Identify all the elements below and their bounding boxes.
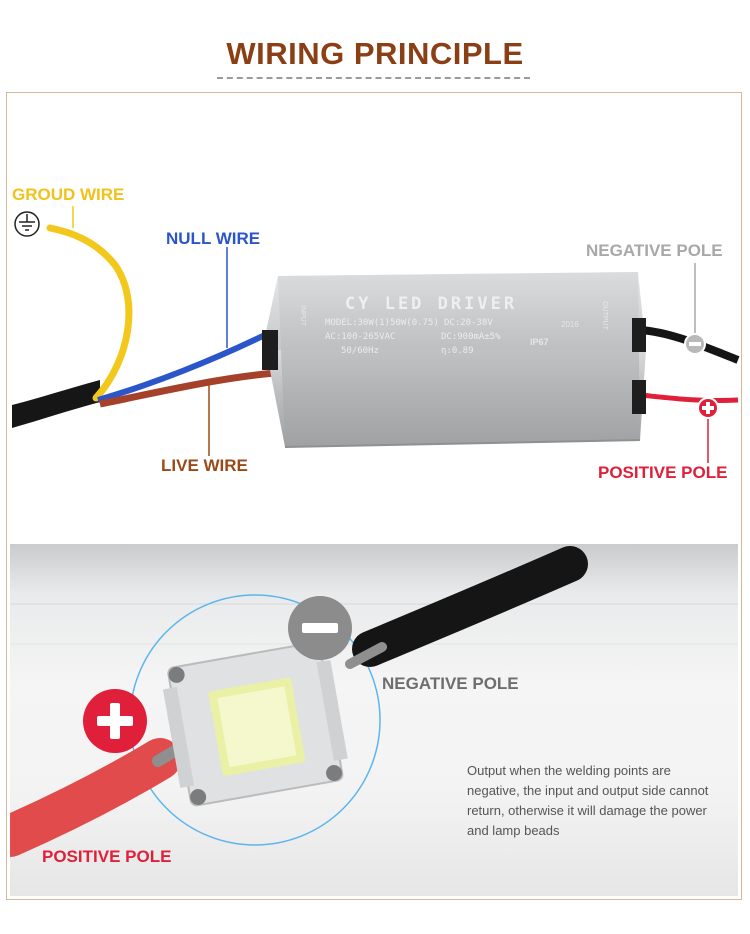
- live-wire-label: LIVE WIRE: [161, 456, 248, 475]
- driver-efficiency: η:0.89: [441, 346, 474, 356]
- driver-title: CY LED DRIVER: [345, 294, 518, 314]
- chip-negative-pole-label: NEGATIVE POLE: [382, 674, 519, 693]
- welding-note: Output when the welding points are negat…: [467, 763, 709, 838]
- driver-ac-input: AC:100-265VAC: [325, 332, 396, 342]
- driver-dc-current: DC:900mA±5%: [441, 332, 501, 342]
- title-divider: [217, 77, 530, 79]
- chip-illustration: [10, 546, 738, 857]
- driver-dc-voltage: DC:20-38V: [444, 318, 493, 328]
- null-wire-label: NULL WIRE: [166, 229, 261, 248]
- driver-year: 2016: [561, 320, 579, 329]
- negative-cable: [352, 546, 588, 667]
- negative-pole-label: NEGATIVE POLE: [586, 241, 723, 260]
- chip-wiring-panel: [10, 544, 738, 896]
- driver-model: MODEL:30W(1)50W(0.75): [325, 318, 439, 328]
- driver-frequency: 50/60Hz: [341, 346, 379, 356]
- led-chip: [162, 641, 348, 807]
- chip-positive-pole-label: POSITIVE POLE: [42, 847, 172, 866]
- ground-wire-label: GROUD WIRE: [12, 185, 125, 204]
- positive-pole-label: POSITIVE POLE: [598, 463, 728, 482]
- driver-input-mark: INPUT: [299, 305, 306, 326]
- driver-rating: IP67: [530, 337, 549, 347]
- driver-output-mark: OUTPUT: [600, 301, 608, 330]
- content-frame: [6, 92, 742, 900]
- page-title: WIRING PRINCIPLE: [226, 36, 524, 71]
- positive-cable: [10, 738, 181, 857]
